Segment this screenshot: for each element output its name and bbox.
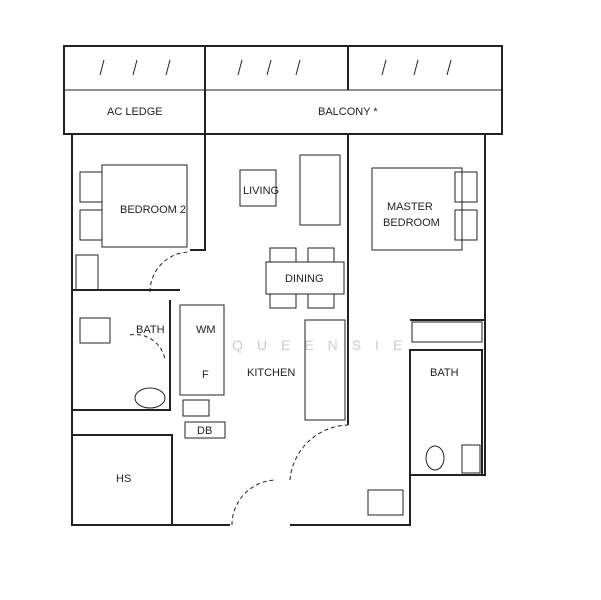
living-label: LIVING <box>243 185 279 197</box>
tv-console <box>239 169 277 207</box>
door-swing <box>231 479 276 526</box>
sofa <box>299 154 341 226</box>
bath2-label: BATH <box>430 367 459 379</box>
bath1-label: BATH <box>136 324 165 336</box>
balcony-label: BALCONY * <box>318 106 378 118</box>
bed <box>101 164 188 248</box>
bath1-wall <box>72 300 171 411</box>
bedroom2-label: BEDROOM 2 <box>120 204 186 216</box>
door-swing <box>289 424 349 481</box>
ac-ledge-label: AC LEDGE <box>107 106 163 118</box>
bed <box>371 167 463 251</box>
master-label-1: MASTER <box>387 201 433 213</box>
wm-label: WM <box>196 324 216 336</box>
master-label-2: BEDROOM <box>383 217 440 229</box>
db-box <box>184 421 226 439</box>
side-table <box>79 171 103 203</box>
wardrobe <box>411 321 483 343</box>
kitchen-label: KITCHEN <box>247 367 295 379</box>
basin <box>367 489 404 516</box>
kitchen-counter <box>304 319 346 421</box>
wardrobe <box>75 254 99 291</box>
chair <box>307 293 335 309</box>
dining-label: DINING <box>285 273 324 285</box>
door-swing <box>129 334 166 361</box>
utility-area <box>179 304 225 396</box>
watermark: QUEENSIE <box>232 337 416 353</box>
toilet <box>79 317 111 344</box>
side-table <box>79 209 103 241</box>
shower <box>182 399 210 417</box>
db-label: DB <box>197 425 212 437</box>
toilet <box>425 445 445 471</box>
shower <box>461 444 481 474</box>
chair <box>269 247 297 263</box>
chair <box>307 247 335 263</box>
dining-table <box>265 261 345 295</box>
door-swing <box>149 251 191 293</box>
fridge-label: F <box>202 369 209 381</box>
hs-wall <box>71 434 173 526</box>
side-table <box>454 209 478 241</box>
chair <box>269 293 297 309</box>
plants <box>99 59 452 76</box>
side-table <box>454 171 478 203</box>
bath2-wall <box>409 349 483 476</box>
hs-label: HS <box>116 473 131 485</box>
basin <box>134 387 166 409</box>
